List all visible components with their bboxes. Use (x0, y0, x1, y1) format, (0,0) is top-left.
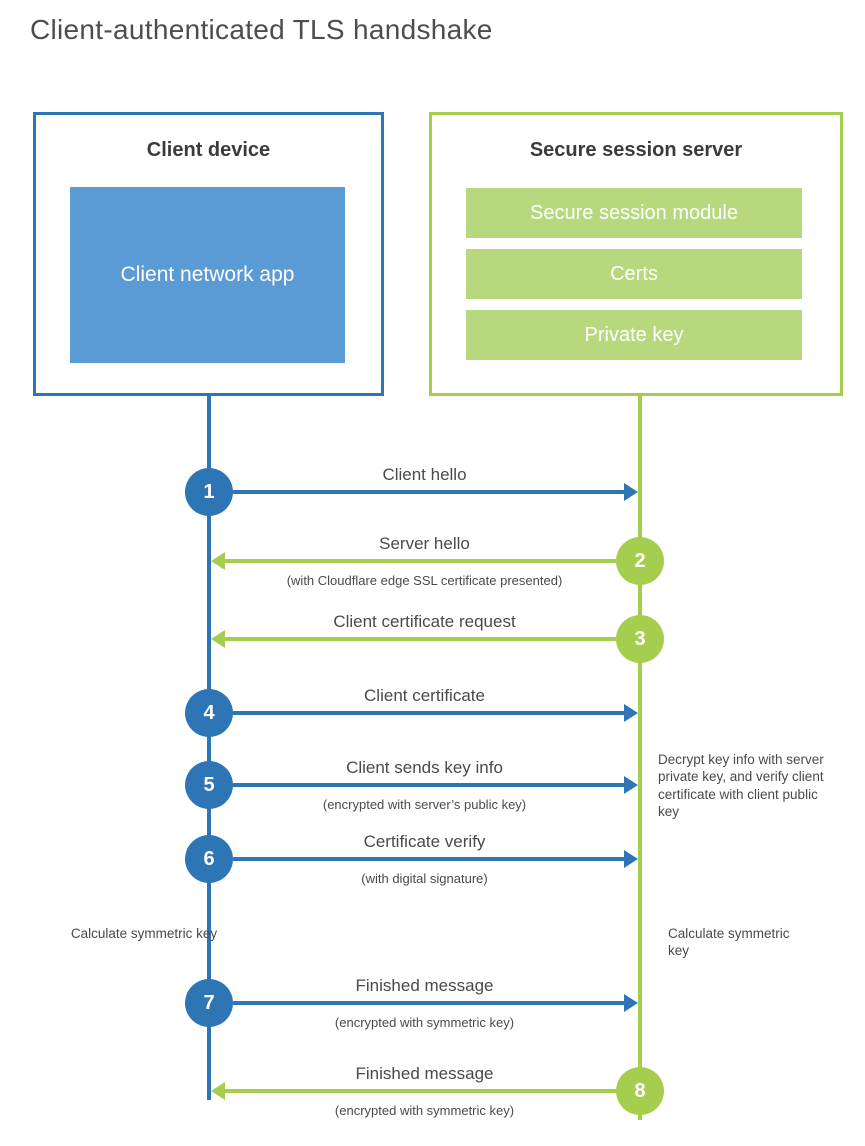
message-7-sublabel: (encrypted with symmetric key) (334, 1015, 515, 1030)
message-2-label: Server hello (379, 534, 470, 553)
client-network-app-label: Client network app (120, 263, 295, 287)
message-row-8: Finished message (encrypted with symmetr… (0, 1063, 865, 1143)
step-7-number: 7 (203, 991, 215, 1014)
message-8-sublabel: (encrypted with symmetric key) (334, 1103, 515, 1118)
server-module-certs: Certs (466, 249, 802, 299)
server-lifeline (638, 394, 642, 1120)
step-3-number: 3 (634, 627, 646, 650)
message-3-arrow-line (225, 637, 616, 641)
calculate-symmetric-key-client-note: Calculate symmetric key (70, 926, 218, 941)
arrow-right-icon (624, 994, 638, 1012)
step-8-circle: 8 (616, 1067, 664, 1115)
message-6-sublabel: (with digital signature) (361, 871, 488, 886)
arrow-right-icon (624, 704, 638, 722)
message-4-arrow-line (233, 711, 624, 715)
step-5-circle: 5 (185, 761, 233, 809)
message-1-label: Client hello (382, 465, 467, 484)
client-device-box: Client device Client network app (33, 112, 384, 396)
message-7-label: Finished message (355, 976, 494, 995)
message-6-arrow-line (233, 857, 624, 861)
client-network-app-box: Client network app (70, 187, 345, 363)
client-lifeline (207, 394, 211, 1100)
step-8-number: 8 (634, 1079, 646, 1102)
step-4-number: 4 (203, 701, 215, 724)
arrow-left-icon (211, 1082, 225, 1100)
message-3-label: Client certificate request (333, 612, 516, 631)
arrow-left-icon (211, 552, 225, 570)
client-device-title: Client device (146, 139, 271, 161)
message-8-arrow-line (225, 1089, 616, 1093)
calculate-symmetric-key-server-note: Calculate symmetric key (668, 926, 790, 959)
arrow-right-icon (624, 776, 638, 794)
page-title: Client-authenticated TLS handshake (30, 14, 493, 45)
step-2-number: 2 (634, 549, 646, 572)
server-module-certs-label: Certs (610, 262, 658, 285)
message-7-arrow-line (233, 1001, 624, 1005)
message-2-arrow-line (225, 559, 616, 563)
step-1-number: 1 (203, 480, 215, 503)
message-5-sublabel: (encrypted with server’s public key) (322, 797, 527, 812)
message-row-4: Client certificate 4 (0, 685, 865, 765)
decrypt-key-info-note: Decrypt key info with server private key… (658, 752, 824, 819)
message-1-arrow-line (233, 490, 624, 494)
secure-session-server-title: Secure session server (529, 139, 743, 161)
server-module-private-key: Private key (466, 310, 802, 360)
step-7-circle: 7 (185, 979, 233, 1027)
step-5-number: 5 (203, 773, 215, 796)
message-row-6: Certificate verify (with digital signatu… (0, 831, 865, 911)
message-5-arrow-line (233, 783, 624, 787)
step-3-circle: 3 (616, 615, 664, 663)
message-row-1: Client hello 1 (0, 464, 865, 544)
message-4-label: Client certificate (364, 686, 485, 705)
server-module-secure-session: Secure session module (466, 188, 802, 238)
server-module-secure-session-label: Secure session module (530, 201, 738, 224)
step-1-circle: 1 (185, 468, 233, 516)
step-2-circle: 2 (616, 537, 664, 585)
message-row-3: Client certificate request 3 (0, 611, 865, 691)
arrow-left-icon (211, 630, 225, 648)
arrow-right-icon (624, 850, 638, 868)
message-row-5: Client sends key info (encrypted with se… (0, 757, 865, 837)
step-6-circle: 6 (185, 835, 233, 883)
message-row-7: Finished message (encrypted with symmetr… (0, 975, 865, 1055)
step-4-circle: 4 (185, 689, 233, 737)
message-2-sublabel: (with Cloudflare edge SSL certificate pr… (286, 573, 563, 588)
arrow-right-icon (624, 483, 638, 501)
secure-session-server-box: Secure session server Secure session mod… (429, 112, 843, 396)
message-5-label: Client sends key info (346, 758, 503, 777)
message-8-label: Finished message (355, 1064, 494, 1083)
server-module-private-key-label: Private key (584, 323, 684, 346)
message-row-2: Server hello (with Cloudflare edge SSL c… (0, 533, 865, 613)
message-6-label: Certificate verify (363, 832, 486, 851)
step-6-number: 6 (203, 847, 215, 870)
